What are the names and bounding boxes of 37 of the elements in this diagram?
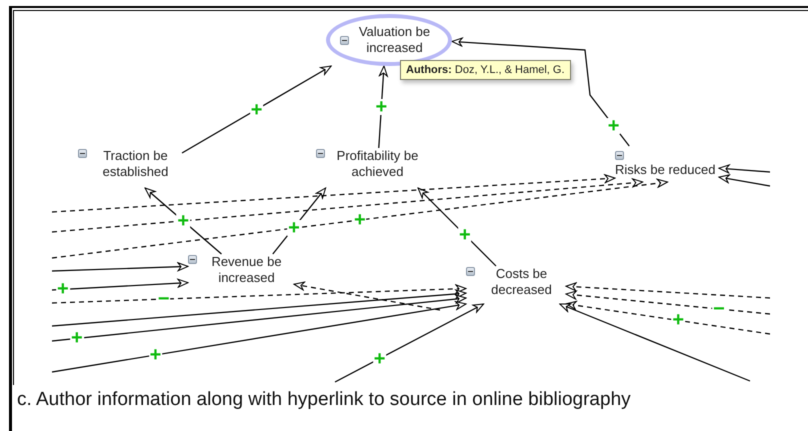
arrow <box>418 188 496 266</box>
tooltip <box>400 60 571 80</box>
arrow <box>718 164 770 174</box>
node-text: Profitability be achieved <box>336 148 420 180</box>
arrow <box>566 282 770 299</box>
arrow <box>52 174 616 213</box>
arrow <box>182 65 332 154</box>
arrow <box>566 300 770 335</box>
node-text: Revenue be increased <box>210 254 283 286</box>
node-text: Costs be decreased <box>490 266 553 298</box>
edge-label: + <box>250 102 264 118</box>
edge-label: + <box>287 220 301 236</box>
node-text: Traction be established <box>102 148 170 180</box>
node-text: Risks be reduced <box>615 162 716 178</box>
arrow <box>334 303 484 383</box>
caption: c. Author information along with hyperlink to source in online bibliography <box>17 389 631 411</box>
edge-label: + <box>374 99 388 115</box>
arrow <box>566 290 770 315</box>
arrow <box>52 262 188 272</box>
arrow <box>52 289 466 327</box>
arrow <box>272 188 326 254</box>
arrow <box>144 188 222 254</box>
arrow <box>52 178 668 259</box>
arrow <box>52 284 466 304</box>
arrow <box>559 303 750 382</box>
arrow <box>52 178 644 233</box>
arrow <box>52 294 466 342</box>
arrow <box>294 282 440 311</box>
edge-label: + <box>458 226 472 243</box>
arrow <box>452 38 630 146</box>
arrow <box>718 174 770 187</box>
node-text: Valuation be increased <box>358 24 432 56</box>
arrow <box>52 278 188 291</box>
arrow <box>52 301 466 373</box>
edge-label: + <box>176 213 190 229</box>
tooltip-text: Authors: Doz, Y.L., & Hamel, G. <box>406 64 565 76</box>
edge-label: + <box>606 118 620 134</box>
